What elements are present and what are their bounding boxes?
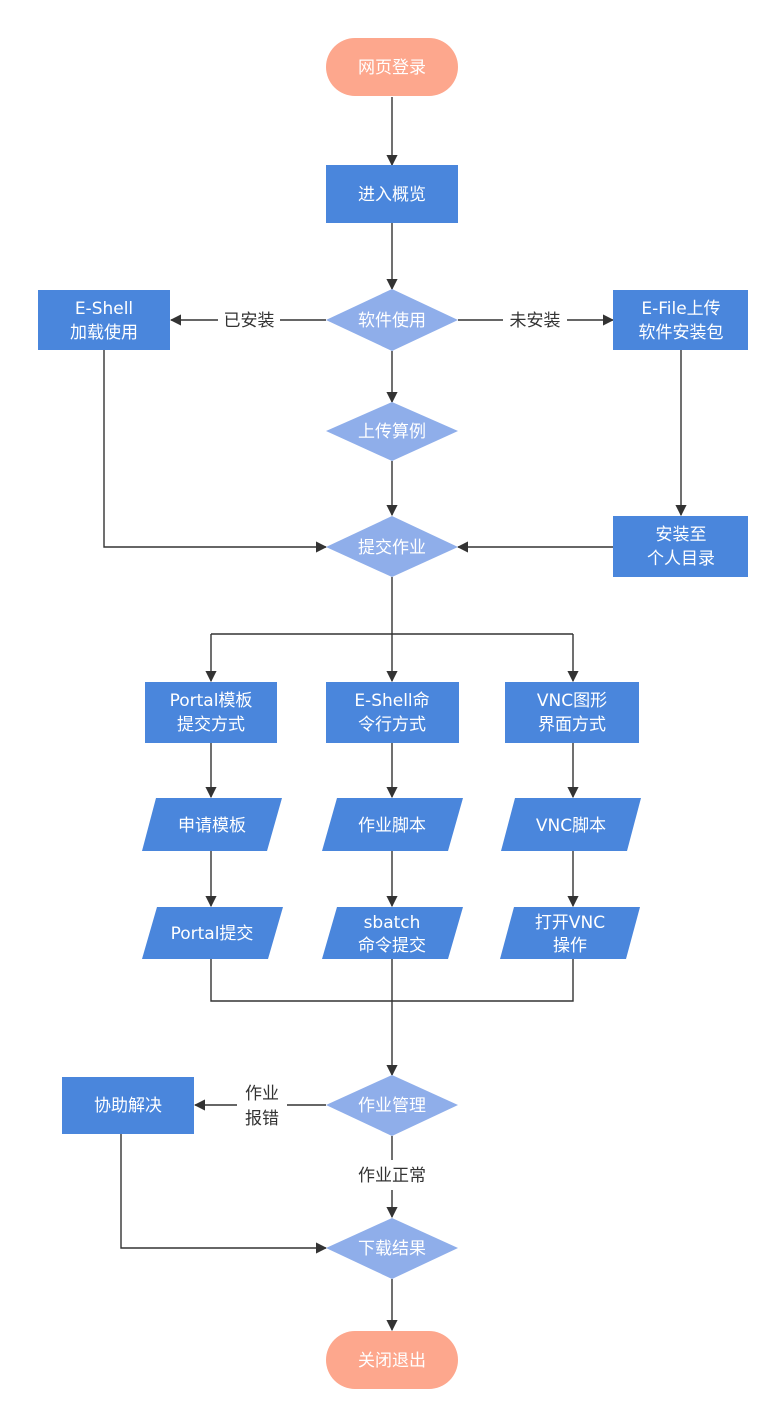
start-label: 网页登录 <box>358 58 426 78</box>
submit-job-decision <box>326 516 458 577</box>
overview-process <box>326 165 458 223</box>
edge-labels: 已安装 未安装 作业 报错 作业正常 <box>224 311 561 1186</box>
efile-upload-label-line2: 软件安装包 <box>639 323 724 343</box>
software-use-decision <box>326 289 458 351</box>
efile-upload-process <box>613 290 748 350</box>
upload-example-decision <box>326 402 458 461</box>
apply-template-io <box>142 798 282 851</box>
exit-label: 关闭退出 <box>358 1351 426 1371</box>
portal-mode-process <box>145 682 277 743</box>
download-decision <box>326 1218 458 1279</box>
overview-label: 进入概览 <box>358 185 426 205</box>
download-label: 下载结果 <box>358 1239 426 1259</box>
edge-submit-split <box>211 577 573 635</box>
eshell-mode-process <box>326 682 459 743</box>
upload-example-label: 上传算例 <box>358 422 426 442</box>
open-vnc-label-line1: 打开VNC <box>535 913 605 933</box>
install-dir-label-line1: 安装至 <box>656 525 707 545</box>
assist-solve-label: 协助解决 <box>94 1096 162 1116</box>
eshell-mode-label-line2: 令行方式 <box>358 715 426 735</box>
eshell-load-process <box>38 290 170 350</box>
job-script-io <box>322 798 463 851</box>
start-terminal <box>326 38 458 96</box>
edge-label-job-error-line2: 报错 <box>245 1109 279 1129</box>
vnc-mode-label-line2: 界面方式 <box>538 715 606 735</box>
sbatch-submit-io <box>322 907 463 959</box>
software-use-label: 软件使用 <box>358 310 426 331</box>
edge-label-job-normal: 作业正常 <box>358 1166 426 1186</box>
efile-upload-label-line1: E-File上传 <box>641 299 720 319</box>
eshell-mode-label-line1: E-Shell命 <box>354 691 429 711</box>
sbatch-submit-label-line1: sbatch <box>364 913 421 933</box>
open-vnc-io <box>500 907 640 959</box>
portal-submit-label: Portal提交 <box>171 924 254 944</box>
job-script-label: 作业脚本 <box>358 816 426 836</box>
edge-label-installed: 已安装 <box>224 311 275 331</box>
vnc-script-io <box>501 798 641 851</box>
eshell-load-label-line2: 加载使用 <box>70 322 138 343</box>
edges <box>103 97 687 1332</box>
sbatch-submit-label-line2: 命令提交 <box>358 936 426 956</box>
vnc-script-label: VNC脚本 <box>536 816 606 836</box>
edge-label-job-error-line1: 作业 <box>245 1084 279 1104</box>
edge-label-not-installed: 未安装 <box>510 311 561 331</box>
install-dir-label-line2: 个人目录 <box>647 549 715 569</box>
edge-eshell-submit <box>103 350 328 553</box>
exit-terminal <box>326 1331 458 1389</box>
portal-mode-label-line1: Portal模板 <box>170 691 253 711</box>
job-manage-decision <box>326 1075 458 1136</box>
assist-solve-process <box>62 1077 194 1134</box>
apply-template-label: 申请模板 <box>178 816 246 836</box>
vnc-mode-label-line1: VNC图形 <box>537 691 607 711</box>
open-vnc-label-line2: 操作 <box>553 936 587 956</box>
install-dir-process <box>613 516 748 577</box>
nodes: 网页登录 进入概览 软件使用 E-Shell 加载使用 E-File上传 软件安… <box>38 38 748 1389</box>
edge-merge <box>210 959 574 1002</box>
portal-mode-label-line2: 提交方式 <box>177 715 245 735</box>
job-manage-label: 作业管理 <box>358 1096 426 1116</box>
edge-assist-download <box>120 1134 328 1254</box>
vnc-mode-process <box>505 682 639 743</box>
eshell-load-label-line1: E-Shell <box>75 299 133 319</box>
submit-job-label: 提交作业 <box>358 538 426 558</box>
portal-submit-io <box>142 907 283 959</box>
